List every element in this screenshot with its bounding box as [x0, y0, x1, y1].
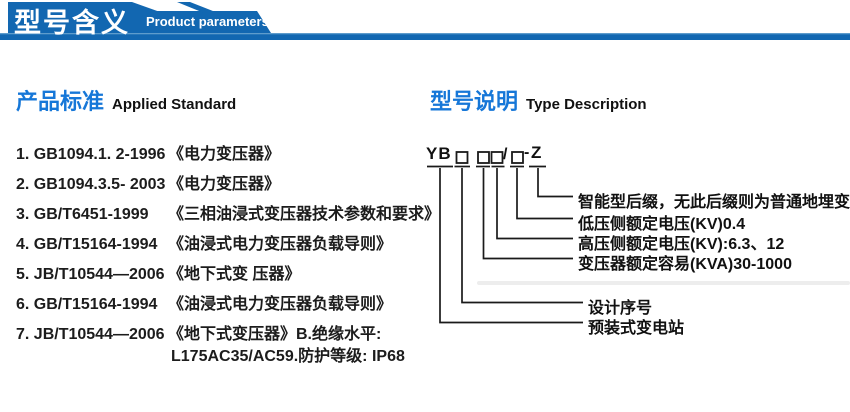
type-description-heading-en: Type Description — [526, 96, 647, 113]
code-prefix: YB — [426, 144, 452, 163]
connector-suffix — [537, 168, 573, 198]
banner-bar-highlight — [0, 33, 850, 35]
standard-code: 3. GB/T6451-1999 — [16, 206, 149, 223]
standard-code: 1. GB1094.1. 2-1996 — [16, 146, 166, 163]
standard-item: 7. JB/T10544—2006《地下式变压器》B.绝缘水平: — [16, 324, 436, 346]
standard-title: 《地下式变 压器》 — [168, 266, 301, 283]
scan-artifact — [477, 281, 850, 285]
type-code-diagram: YB / - Z 智能型后缀，无此后缀则为普通地埋变 低压侧额定电压(KV)0.… — [420, 140, 850, 360]
connector-hv — [496, 168, 573, 240]
standard-title: 《三相油浸式变压器技术参数和要求》 — [168, 206, 441, 223]
banner-ribbon — [0, 2, 850, 40]
connector-prefix — [439, 168, 583, 324]
banner-bar — [0, 33, 850, 40]
standard-title: 《地下式变压器》B.绝缘水平: — [168, 326, 382, 343]
label-smart-suffix: 智能型后缀，无此后缀则为普通地埋变 — [578, 194, 850, 211]
type-description-heading-cn: 型号说明 — [430, 89, 519, 114]
standards-heading: 产品标准 Applied Standard — [16, 84, 236, 116]
standard-item: 4. GB/T15164-1994 《油浸式电力变压器负载导则》 — [16, 234, 436, 256]
standard-title: 《电力变压器》 — [168, 176, 281, 193]
label-design-serial: 设计序号 — [588, 300, 653, 317]
label-lv-voltage: 低压侧额定电压(KV)0.4 — [578, 216, 746, 233]
label-rated-capacity: 变压器额定容易(KVA)30-1000 — [578, 256, 792, 273]
code-dash: - — [524, 144, 530, 161]
standard-code: 2. GB1094.3.5- 2003 — [16, 176, 166, 193]
standard-item: 2. GB1094.3.5- 2003《电力变压器》 — [16, 174, 436, 196]
label-prefab-substation: 预装式变电站 — [588, 320, 685, 337]
page-title: 型号含义 — [14, 8, 130, 38]
page-subtitle: Product parameters — [146, 14, 269, 29]
label-hv-voltage: 高压侧额定电压(KV):6.3、12 — [578, 236, 785, 253]
standards-heading-cn: 产品标准 — [16, 89, 105, 114]
standard-code: 6. GB/T15164-1994 — [16, 296, 158, 313]
banner-accent-piece — [177, 2, 218, 13]
connector-capacity — [482, 168, 573, 260]
standard-title: 《油浸式电力变压器负载导则》 — [168, 236, 393, 253]
code-box-capacity — [477, 151, 490, 164]
standard-title: 《油浸式电力变压器负载导则》 — [168, 296, 393, 313]
connector-lv — [516, 168, 573, 220]
standard-title: 《电力变压器》 — [168, 146, 281, 163]
standard-item: 5. JB/T10544—2006《地下式变 压器》 — [16, 264, 436, 286]
code-suffix: Z — [531, 143, 542, 162]
code-box-design — [455, 151, 469, 164]
standard-code: 5. JB/T10544—2006 — [16, 266, 165, 283]
standard-item: 3. GB/T6451-1999 《三相油浸式变压器技术参数和要求》 — [16, 204, 440, 226]
code-slash: / — [503, 146, 508, 163]
connector-design — [461, 168, 583, 304]
standards-heading-en: Applied Standard — [112, 96, 237, 113]
standard-code: 7. JB/T10544—2006 — [16, 326, 165, 343]
diagram-lines — [427, 151, 583, 324]
standard-code: 4. GB/T15164-1994 — [16, 236, 158, 253]
standard-item-continuation: L175AC35/AC59.防护等级: IP68 — [171, 348, 405, 365]
code-box-hv — [490, 151, 504, 164]
type-description-heading: 型号说明 Type Description — [430, 84, 647, 116]
standard-item: 6. GB/T15164-1994 《油浸式电力变压器负载导则》 — [16, 294, 436, 316]
banner-title-block — [8, 2, 219, 33]
standard-item: 1. GB1094.1. 2-1996《电力变压器》 — [16, 144, 436, 166]
code-box-lv — [511, 151, 524, 164]
